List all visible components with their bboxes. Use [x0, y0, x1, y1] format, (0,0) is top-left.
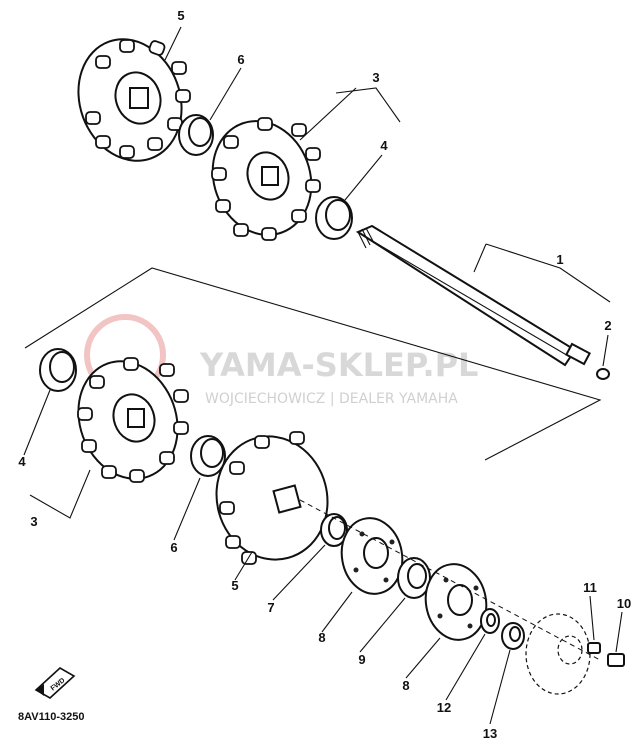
drive-sprocket-lower [215, 431, 329, 565]
callout-5-top: 5 [177, 8, 184, 23]
callout-11: 11 [583, 580, 597, 595]
thrust-washer [480, 608, 500, 634]
callout-5-lower: 5 [231, 578, 238, 593]
callout-3-lower: 3 [30, 514, 37, 529]
callout-3-top: 3 [372, 70, 379, 85]
callout-4-top: 4 [380, 138, 388, 153]
bearing-housing-plate-a [340, 517, 404, 595]
spacer-ring-top [315, 196, 353, 240]
callout-8-b: 8 [402, 678, 409, 693]
callout-7: 7 [267, 600, 274, 615]
drive-sprocket-top [77, 38, 191, 162]
spacer-collar-lower [190, 435, 226, 477]
bearing-housing-plate-b [424, 563, 488, 641]
callout-13: 13 [483, 726, 497, 741]
assembly-axis-line [299, 499, 601, 661]
sprocket-wheel-lower [77, 357, 189, 483]
lock-nut [501, 622, 525, 650]
sprocket-wheel-top [211, 117, 321, 241]
callout-4-lower: 4 [18, 454, 26, 469]
mating-housing-outline [525, 613, 591, 695]
spacer-collar-top [178, 114, 214, 156]
spacer-ring-lower [39, 348, 77, 392]
callout-1: 1 [556, 252, 563, 267]
callout-6-lower: 6 [170, 540, 177, 555]
callout-2: 2 [604, 318, 611, 333]
watermark-brand: YAMA-SKLEP.PL [199, 346, 478, 384]
callout-8-a: 8 [318, 630, 325, 645]
forward-arrow-icon: FWD [34, 667, 76, 699]
callout-12: 12 [437, 700, 451, 715]
diagram-code: 8AV110-3250 [18, 711, 84, 723]
assembly-bracket-outline [24, 267, 602, 461]
leader-lines [23, 26, 623, 725]
drive-axle-shaft [355, 224, 610, 380]
callout-6-top: 6 [237, 52, 244, 67]
watermark: YAMA-SKLEP.PL WOJCIECHOWICZ | DEALER YAM… [84, 314, 478, 407]
watermark-dealer: WOJCIECHOWICZ | DEALER YAMAHA [205, 391, 458, 407]
bolt-short [587, 642, 601, 654]
bolt-long [607, 653, 625, 667]
ball-bearing [397, 557, 431, 599]
callout-10: 10 [617, 596, 631, 611]
callout-9: 9 [358, 652, 365, 667]
